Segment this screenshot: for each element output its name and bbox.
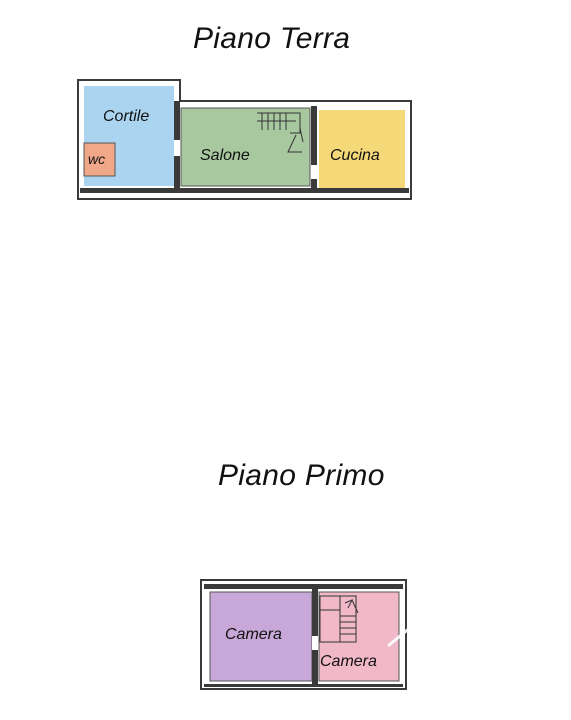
room-wc	[83, 142, 116, 177]
label-salone: Salone	[200, 147, 250, 164]
room-camera-1	[209, 591, 313, 682]
door-cortile-salone	[174, 140, 180, 156]
wall-salone-cucina	[311, 106, 317, 190]
ground-floor-title: Piano Terra	[193, 22, 351, 55]
first-floor-title: Piano Primo	[218, 459, 385, 492]
staircase-first	[319, 595, 359, 643]
wall-camera-divider	[312, 585, 318, 684]
label-cucina: Cucina	[330, 147, 380, 164]
watermark-subtitle: IMMOBILIARE	[410, 694, 515, 706]
wall-first-inner-bottom	[204, 684, 403, 687]
room-camera-2	[318, 591, 400, 682]
wall-first-inner-top	[204, 584, 403, 589]
staircase-ground	[257, 112, 304, 153]
watermark-brand: TETTO	[430, 666, 522, 691]
wall-bottom-inner	[80, 188, 409, 193]
door-camera-divider	[312, 636, 318, 650]
first-floor-plan: Camera Camera	[200, 579, 407, 690]
watermark-logo: TETTO IMMOBILIARE	[387, 590, 544, 706]
watermark-window-icon	[419, 635, 497, 647]
watermark-roof-icon	[387, 590, 544, 648]
door-salone-cucina	[311, 165, 317, 179]
label-camera-2: Camera	[320, 653, 377, 670]
label-camera-1: Camera	[225, 626, 282, 643]
ground-floor-plan: Cortile wc Salone Cucina	[77, 79, 412, 200]
room-cucina	[319, 110, 405, 190]
label-cortile: Cortile	[103, 108, 149, 125]
label-wc: wc	[88, 151, 105, 167]
